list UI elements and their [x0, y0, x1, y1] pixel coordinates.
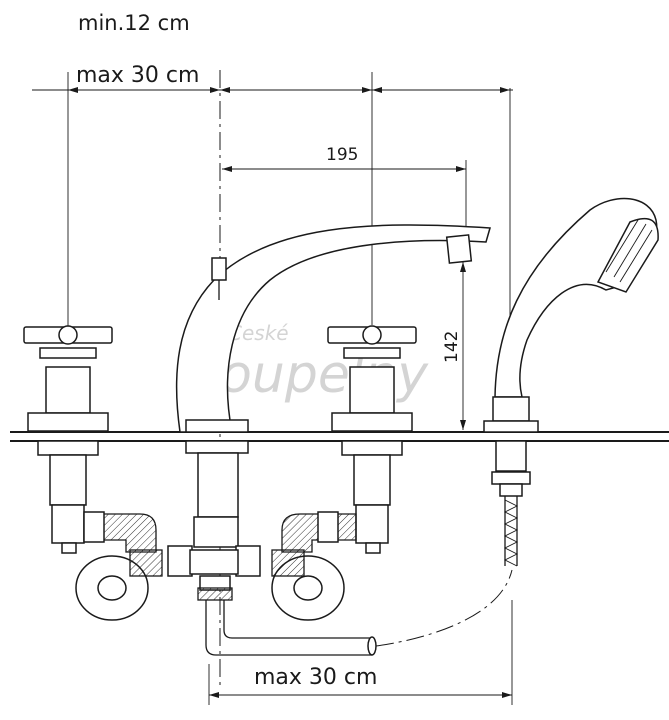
spout-height-label: 142 — [442, 331, 462, 363]
left-valve — [23, 325, 113, 554]
max-spacing-bottom-label: max 30 cm — [254, 665, 377, 690]
spout-aerator — [445, 234, 473, 264]
right-valve-body — [349, 366, 395, 414]
connection-piping — [75, 511, 513, 656]
hand-shower-holder — [492, 396, 530, 422]
dimension-bottom-spacing: max 30 cm — [208, 600, 513, 705]
left-handle-hub — [58, 325, 78, 345]
pop-up-knob — [211, 257, 227, 281]
max-spacing-top-label: max 30 cm — [76, 63, 199, 88]
dimension-spout-height: 142 — [442, 262, 466, 430]
spout-shank — [185, 440, 249, 548]
right-handle-hub — [362, 325, 382, 345]
hand-shower — [483, 197, 659, 567]
dimension-spout-reach: 195 — [222, 145, 467, 230]
countertop — [10, 431, 669, 442]
min-spacing-label: min.12 cm — [78, 11, 190, 35]
hand-shower-head — [596, 217, 659, 293]
spout-body — [175, 224, 491, 433]
spout-reach-label: 195 — [326, 145, 358, 165]
dimension-min-spacing: min.12 cm — [78, 11, 190, 35]
left-valve-body — [45, 366, 91, 414]
right-valve — [327, 325, 417, 554]
spout — [175, 224, 491, 433]
